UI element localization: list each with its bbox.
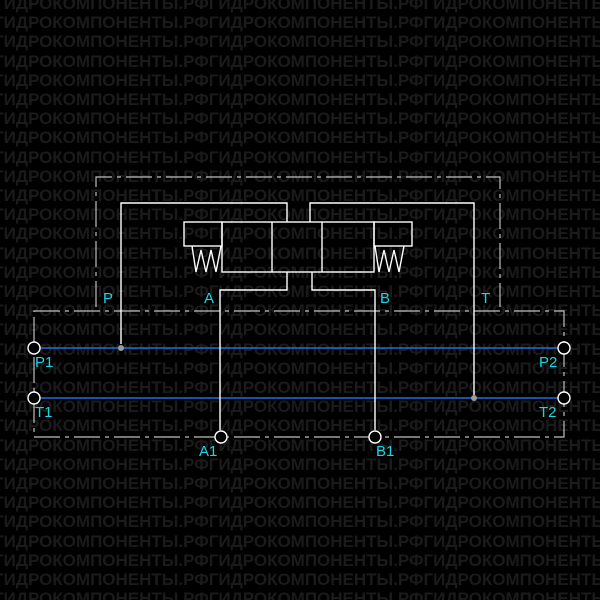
port-p1-circle [27,341,41,355]
watermark-text-row: ГИДРОКОМПОНЕНТЫ.РФГИДРОКОМПОНЕНТЫ.РФГИДР… [0,109,600,129]
label-port-b1: B1 [376,443,394,460]
watermark-text-row: ГИДРОКОМПОНЕНТЫ.РФГИДРОКОМПОНЕНТЫ.РФГИДР… [0,90,600,109]
label-valve-p: P [103,290,113,307]
label-port-p1: P1 [35,354,53,371]
watermark-text-row: ГИДРОКОМПОНЕНТЫ.РФГИДРОКОМПОНЕНТЫ.РФГИДР… [0,531,600,551]
watermark-text-row: ГИДРОКОМПОНЕНТЫ.РФГИДРОКОМПОНЕНТЫ.РФГИДР… [0,282,600,301]
label-valve-b: B [380,290,390,307]
watermark-text-row: ГИДРОКОМПОНЕНТЫ.РФГИДРОКОМПОНЕНТЫ.РФГИДР… [0,70,600,90]
watermark-text-row: ГИДРОКОМПОНЕНТЫ.РФГИДРОКОМПОНЕНТЫ.РФГИДР… [0,435,600,455]
watermark-text-row: ГИДРОКОМПОНЕНТЫ.РФГИДРОКОМПОНЕНТЫ.РФГИДР… [0,570,600,589]
watermark-text-row: ГИДРОКОМПОНЕНТЫ.РФГИДРОКОМПОНЕНТЫ.РФГИДР… [0,550,600,570]
watermark-text-row: ГИДРОКОМПОНЕНТЫ.РФГИДРОКОМПОНЕНТЫ.РФГИДР… [0,51,600,71]
watermark-text-row: ГИДРОКОМПОНЕНТЫ.РФГИДРОКОМПОНЕНТЫ.РФГИДР… [0,454,600,474]
watermark-text-row: ГИДРОКОМПОНЕНТЫ.РФГИДРОКОМПОНЕНТЫ.РФГИДР… [0,493,600,513]
port-t2-circle [557,391,571,405]
watermark-text-row: ГИДРОКОМПОНЕНТЫ.РФГИДРОКОМПОНЕНТЫ.РФГИДР… [0,147,600,167]
watermark-text-row: ГИДРОКОМПОНЕНТЫ.РФГИДРОКОМПОНЕНТЫ.РФГИДР… [0,243,600,263]
directional-valve-symbol [120,202,475,430]
solenoid-right [373,221,413,247]
watermark-text-row: ГИДРОКОМПОНЕНТЫ.РФГИДРОКОМПОНЕНТЫ.РФГИДР… [0,397,600,417]
label-port-t1: T1 [35,404,53,421]
watermark-text-row: ГИДРОКОМПОНЕНТЫ.РФГИДРОКОМПОНЕНТЫ.РФГИДР… [0,224,600,244]
watermark-text-row: ГИДРОКОМПОНЕНТЫ.РФГИДРОКОМПОНЕНТЫ.РФГИДР… [0,32,600,52]
watermark-text-row: ГИДРОКОМПОНЕНТЫ.РФГИДРОКОМПОНЕНТЫ.РФГИДР… [0,128,600,148]
watermark-text-row: ГИДРОКОМПОНЕНТЫ.РФГИДРОКОМПОНЕНТЫ.РФГИДР… [0,166,600,186]
port-p2-circle [557,341,571,355]
label-port-p2: P2 [539,354,557,371]
watermark-text-row: ГИДРОКОМПОНЕНТЫ.РФГИДРОКОМПОНЕНТЫ.РФГИДР… [0,186,600,205]
watermark-text-row: ГИДРОКОМПОНЕНТЫ.РФГИДРОКОМПОНЕНТЫ.РФГИДР… [0,512,600,532]
watermark-text-row: ГИДРОКОМПОНЕНТЫ.РФГИДРОКОМПОНЕНТЫ.РФГИДР… [0,13,600,33]
watermark-text-row: ГИДРОКОМПОНЕНТЫ.РФГИДРОКОМПОНЕНТЫ.РФГИДР… [0,0,600,13]
label-valve-a: A [204,290,214,307]
subplate-enclosure-dashed [33,310,565,438]
watermark-text-row: ГИДРОКОМПОНЕНТЫ.РФГИДРОКОМПОНЕНТЫ.РФГИДР… [0,205,600,225]
solenoid-left [183,221,223,247]
watermark-text-row: ГИДРОКОМПОНЕНТЫ.РФГИДРОКОМПОНЕНТЫ.РФГИДР… [0,378,600,397]
label-valve-t: T [481,290,490,307]
port-t1-circle [27,391,41,405]
valve-enclosure-dashed [95,176,501,307]
port-b1-circle [368,430,382,444]
junction-dot-t [471,395,477,401]
watermark-text-row: ГИДРОКОМПОНЕНТЫ.РФГИДРОКОМПОНЕНТЫ.РФГИДР… [0,358,600,378]
port-a1-circle [214,430,228,444]
watermark-text-row: ГИДРОКОМПОНЕНТЫ.РФГИДРОКОМПОНЕНТЫ.РФГИДР… [0,416,600,436]
label-port-a1: A1 [199,443,217,460]
spring-right-icon [374,245,405,273]
spring-left-icon [191,245,222,273]
valve-envelope-center [221,221,375,273]
watermark-text-row: ГИДРОКОМПОНЕНТЫ.РФГИДРОКОМПОНЕНТЫ.РФГИДР… [0,589,600,600]
watermark-text-row: ГИДРОКОМПОНЕНТЫ.РФГИДРОКОМПОНЕНТЫ.РФГИДР… [0,339,600,359]
watermark-text-row: ГИДРОКОМПОНЕНТЫ.РФГИДРОКОМПОНЕНТЫ.РФГИДР… [0,320,600,340]
junction-dot-p [118,345,124,351]
watermark-text-row: ГИДРОКОМПОНЕНТЫ.РФГИДРОКОМПОНЕНТЫ.РФГИДР… [0,474,600,493]
label-port-t2: T2 [539,404,557,421]
